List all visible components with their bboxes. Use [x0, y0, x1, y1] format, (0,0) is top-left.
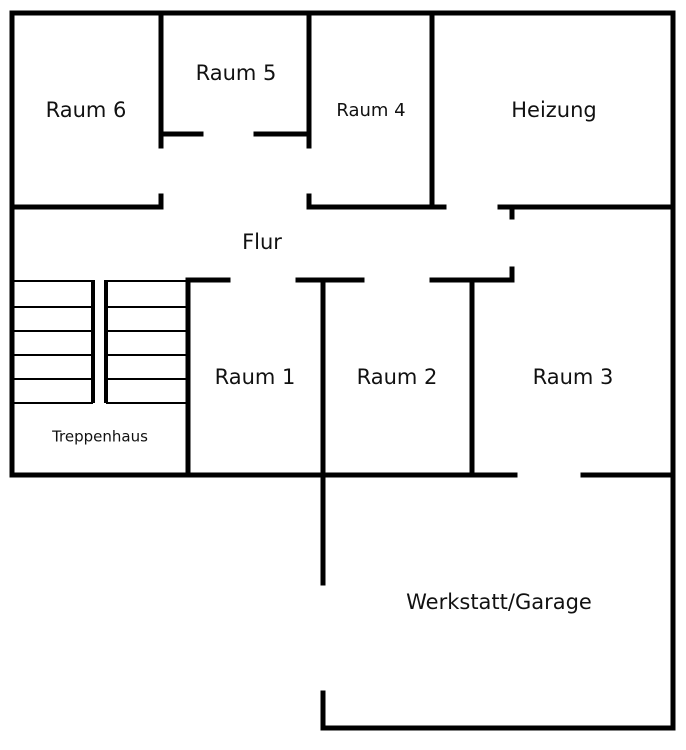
- label-heizung: Heizung: [511, 98, 597, 122]
- label-werkstatt-garage: Werkstatt/Garage: [406, 590, 592, 614]
- label-raum-2: Raum 2: [357, 365, 438, 389]
- label-raum-1: Raum 1: [215, 365, 296, 389]
- label-raum-6: Raum 6: [46, 98, 127, 122]
- walls: [9, 10, 676, 731]
- stairs: [12, 280, 187, 404]
- label-treppenhaus: Treppenhaus: [51, 428, 148, 446]
- label-raum-4: Raum 4: [336, 100, 405, 121]
- label-raum-5: Raum 5: [196, 61, 277, 85]
- label-raum-3: Raum 3: [533, 365, 614, 389]
- label-flur: Flur: [242, 230, 282, 254]
